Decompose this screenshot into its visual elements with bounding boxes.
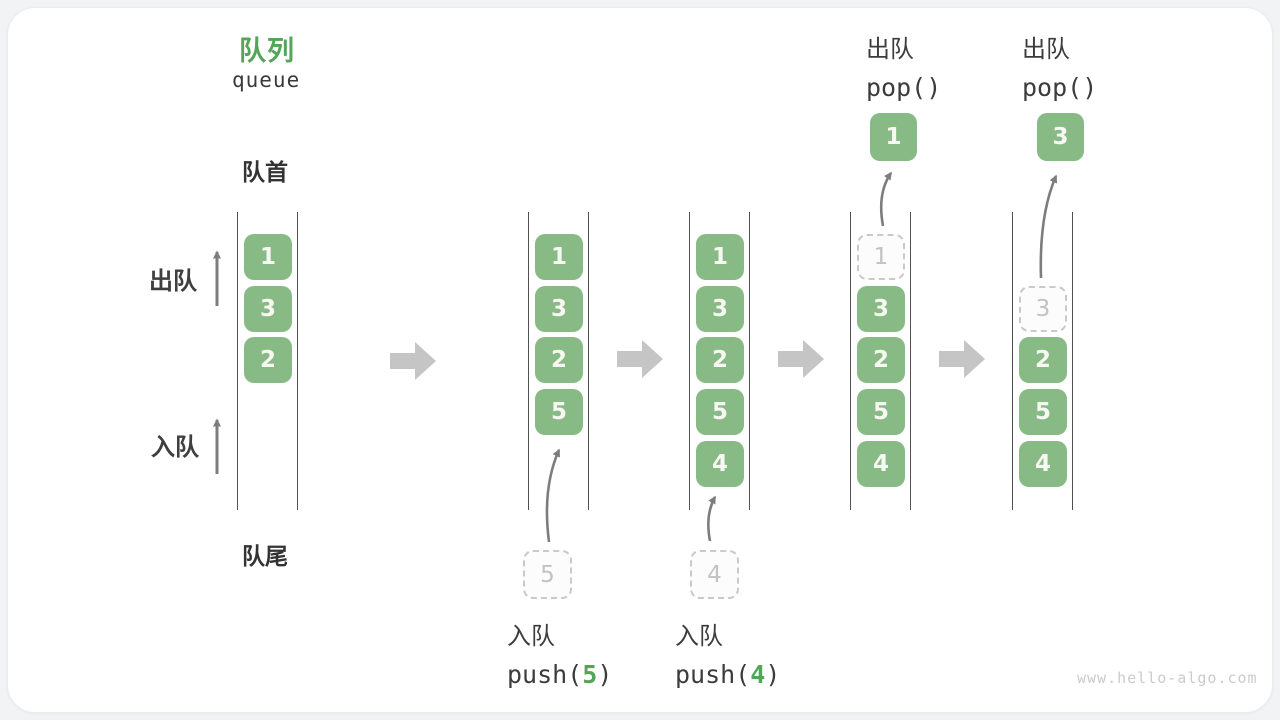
queue-box: 2 [696, 337, 744, 383]
pop-code-text: pop() [1022, 73, 1098, 102]
push-code-text: push(5) [507, 660, 612, 689]
queue-box: 1 [244, 234, 292, 280]
queue-box: 3 [535, 286, 583, 332]
push-code-arg: 4 [750, 660, 766, 689]
queue-channel-state-4 [850, 212, 911, 510]
queue-front-label: 队首 [242, 160, 288, 186]
pop-operation-label: 出队 pop() [866, 29, 941, 102]
push-code-close: ) [597, 660, 613, 689]
diagram-card [7, 7, 1273, 713]
queue-box: 3 [244, 286, 292, 332]
push-code-fn: push( [507, 660, 583, 689]
pop-action-text: 出队 [866, 35, 914, 63]
push-code-fn: push( [675, 660, 751, 689]
push-action-text: 入队 [675, 622, 723, 650]
dequeue-direction-label: 出队 [149, 267, 197, 295]
queue-box: 5 [535, 389, 583, 435]
enqueue-direction-label: 入队 [151, 433, 199, 461]
push-action-text: 入队 [507, 622, 555, 650]
pop-operation-label: 出队 pop() [1022, 29, 1097, 102]
push-code-text: push(4) [675, 660, 780, 689]
queue-rear-label: 队尾 [242, 544, 288, 570]
queue-box: 3 [857, 286, 905, 332]
queue-box: 2 [535, 337, 583, 383]
diagram-subtitle: queue [232, 68, 301, 92]
queue-box: 5 [1019, 389, 1067, 435]
queue-box: 1 [696, 234, 744, 280]
pop-code-text: pop() [866, 73, 942, 102]
popped-element-box: 1 [870, 113, 917, 161]
ghost-element-box: 1 [857, 234, 905, 280]
pop-action-text: 出队 [1022, 35, 1070, 63]
staged-element-box: 5 [523, 550, 572, 599]
queue-box: 4 [1019, 441, 1067, 487]
push-operation-label: 入队 push(5) [507, 616, 612, 689]
queue-box: 5 [857, 389, 905, 435]
staged-element-box: 4 [690, 550, 739, 599]
queue-box: 2 [857, 337, 905, 383]
diagram-title: 队列 [239, 36, 295, 67]
site-watermark: www.hello-algo.com [1077, 669, 1258, 687]
queue-box: 4 [857, 441, 905, 487]
queue-box: 2 [1019, 337, 1067, 383]
queue-box: 3 [696, 286, 744, 332]
popped-element-box: 3 [1037, 113, 1084, 161]
push-operation-label: 入队 push(4) [675, 616, 780, 689]
push-code-arg: 5 [582, 660, 598, 689]
queue-box: 2 [244, 337, 292, 383]
push-code-close: ) [765, 660, 781, 689]
queue-channel-state-3 [689, 212, 750, 510]
queue-channel-state-1 [237, 212, 298, 510]
queue-box: 5 [696, 389, 744, 435]
queue-channel-state-2 [528, 212, 589, 510]
queue-box: 4 [696, 441, 744, 487]
queue-box: 1 [535, 234, 583, 280]
ghost-element-box: 3 [1019, 286, 1067, 332]
queue-channel-state-5 [1012, 212, 1073, 510]
